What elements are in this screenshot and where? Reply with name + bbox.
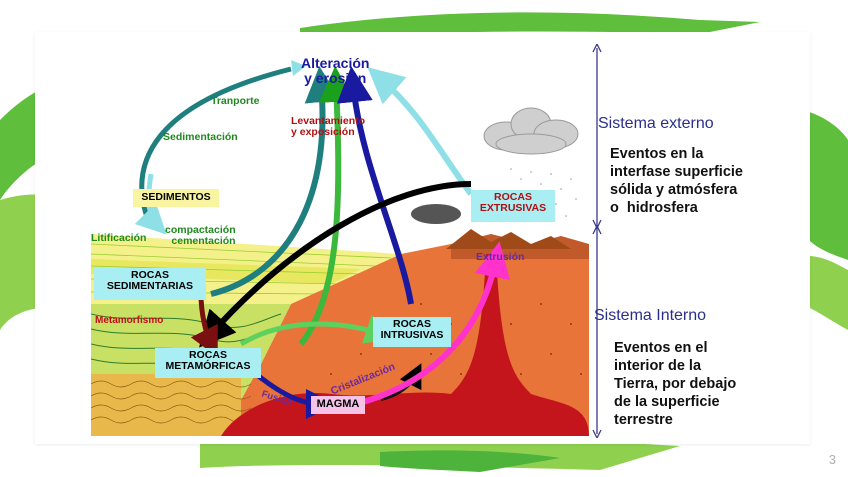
- label-sedimentacion: Sedimentación: [163, 131, 238, 143]
- label-metamorfismo: Metamorfismo: [95, 315, 164, 326]
- label-alteracion-erosion: Alteración y erosión: [301, 55, 370, 86]
- sistema-interno-text: Eventos en el interior de la Tierra, por…: [614, 340, 737, 428]
- sistema-externo-title: Sistema externo: [598, 115, 714, 132]
- label-compactacion: compactación cementación: [165, 224, 236, 248]
- box-rocas-sedimentarias: ROCAS SEDIMENTARIAS: [94, 268, 206, 300]
- box-rocas-intrusivas: ROCAS INTRUSIVAS: [373, 317, 451, 347]
- label-extrusion: Extrusión: [476, 251, 525, 263]
- label-levantamiento: Levantamiento y exposición: [291, 115, 366, 139]
- box-rocas-extrusivas: ROCAS EXTRUSIVAS: [471, 190, 555, 222]
- box-sedimentos: SEDIMENTOS: [133, 189, 219, 207]
- rock-cycle-diagram: Alteración y erosión Tranporte Sedimenta…: [91, 44, 589, 436]
- sistema-externo-text: Eventos en la interfase superficie sólid…: [610, 146, 743, 216]
- box-magma: MAGMA: [311, 396, 365, 414]
- page-number: 3: [828, 452, 836, 467]
- box-rocas-metamorficas: ROCAS METAMÓRFICAS: [155, 348, 261, 378]
- sistema-interno-title: Sistema Interno: [594, 307, 707, 324]
- label-transporte: Tranporte: [211, 95, 260, 107]
- vertical-divider-arrow: [592, 44, 602, 438]
- label-litificacion: Litificación: [91, 232, 147, 244]
